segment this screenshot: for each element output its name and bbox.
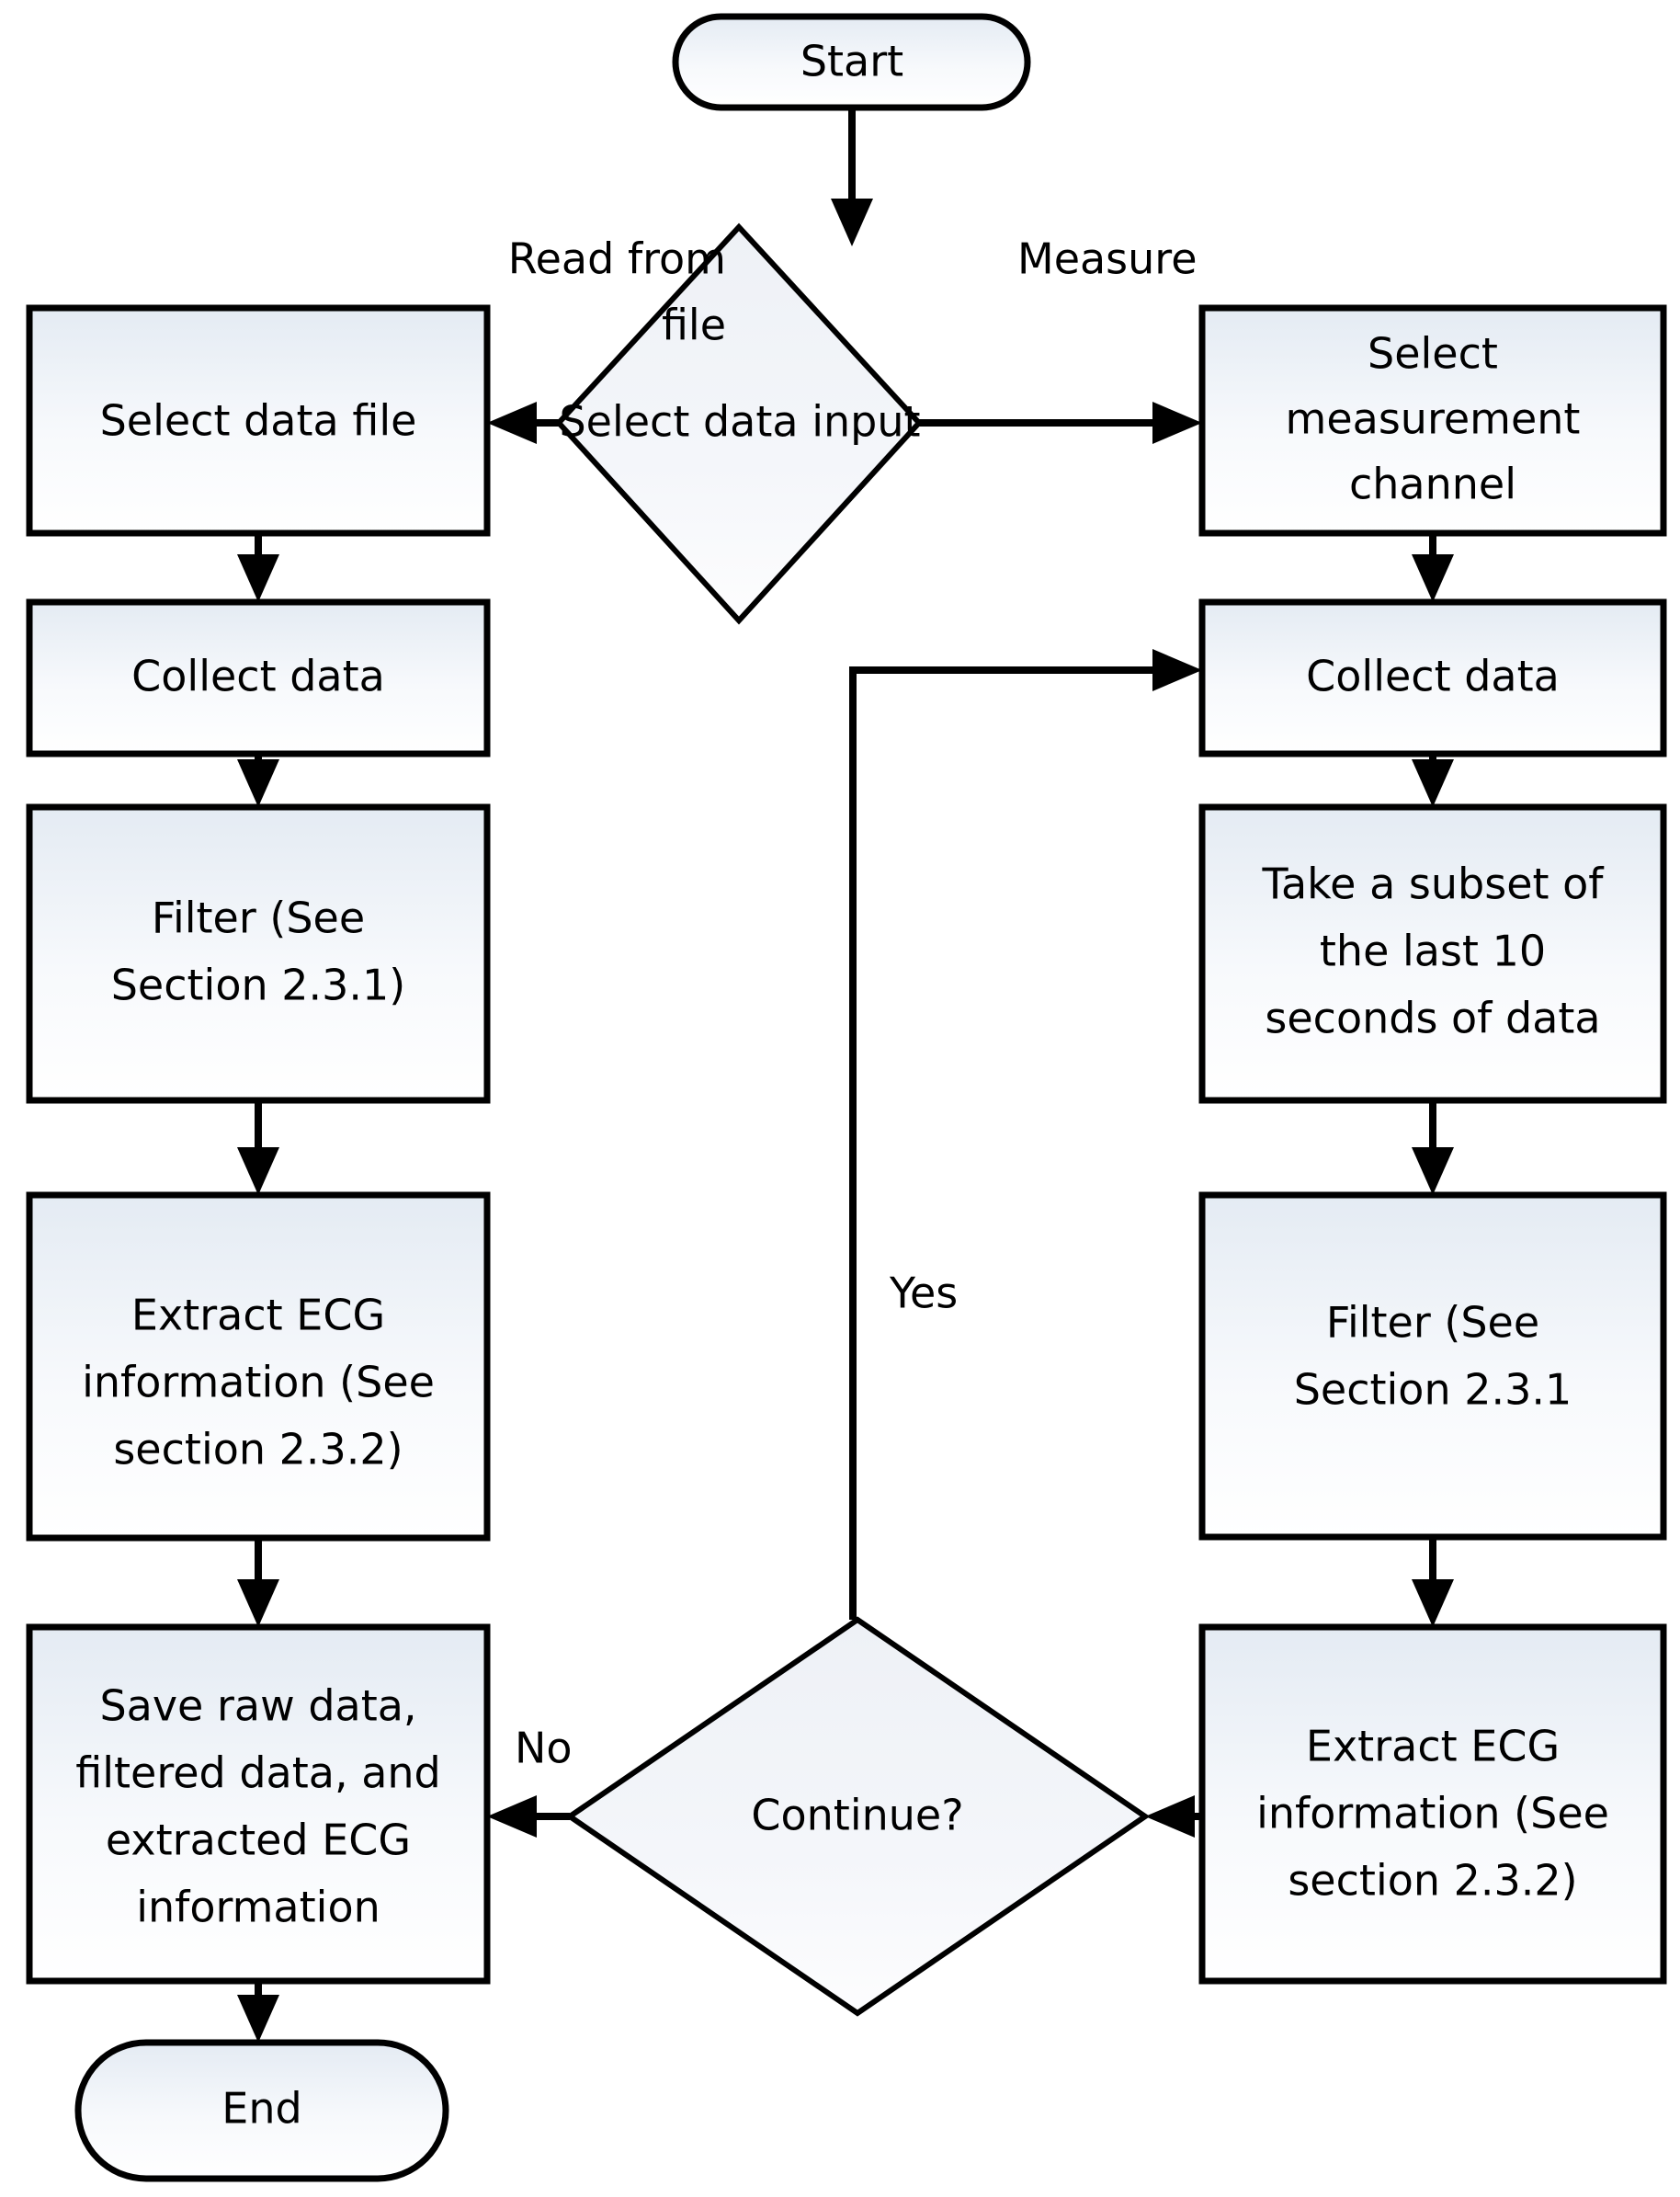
node-select-measurement-channel-line2: measurement	[1286, 394, 1581, 444]
edge-label-read-from-file-line2: file	[662, 301, 726, 350]
node-continue-decision-label: Continue?	[751, 1791, 963, 1840]
connector-take-subset-to-filter-right	[1412, 1100, 1454, 1195]
connector-extract-left-to-save	[237, 1538, 279, 1627]
connector-measurement-channel-to-collect-data-right	[1412, 533, 1454, 602]
node-select-data-file[interactable]: Select data file	[26, 304, 491, 537]
node-collect-data-left-label: Collect data	[131, 652, 385, 701]
node-extract-ecg-left-line2: information (See	[82, 1358, 435, 1407]
node-filter-left-line1: Filter (See	[152, 894, 365, 943]
node-extract-ecg-left[interactable]: Extract ECG information (See section 2.3…	[26, 1191, 491, 1542]
connector-save-to-end	[237, 1981, 279, 2043]
node-filter-right-line2: Section 2.3.1	[1294, 1365, 1572, 1415]
node-extract-ecg-right-line2: information (See	[1256, 1789, 1609, 1838]
connector-filter-left-to-extract-left	[237, 1100, 279, 1195]
edge-label-measure: Measure	[1017, 234, 1198, 284]
node-end[interactable]: End	[74, 2039, 449, 2182]
node-take-subset-line1: Take a subset of	[1262, 859, 1606, 909]
node-filter-left-line2: Section 2.3.1)	[111, 961, 406, 1010]
node-extract-ecg-right-line3: section 2.3.2)	[1288, 1856, 1577, 1906]
node-filter-right-line1: Filter (See	[1326, 1298, 1539, 1348]
node-select-data-input-label: Select data input	[559, 397, 920, 447]
node-save-data-line4: information	[136, 1883, 380, 1932]
node-start[interactable]: Start	[672, 13, 1031, 111]
node-save-data[interactable]: Save raw data, filtered data, and extrac…	[26, 1623, 491, 1985]
connector-collect-data-right-to-take-subset	[1412, 754, 1454, 807]
connector-collect-data-left-to-filter-left	[237, 754, 279, 807]
node-take-subset-line3: seconds of data	[1265, 994, 1600, 1043]
node-save-data-line2: filtered data, and	[75, 1748, 441, 1798]
node-filter-left[interactable]: Filter (See Section 2.3.1)	[26, 803, 491, 1104]
node-extract-ecg-left-line1: Extract ECG	[131, 1291, 385, 1340]
node-select-measurement-channel[interactable]: Select measurement channel	[1198, 304, 1667, 537]
connector-continue-yes-to-collect-data-right	[849, 649, 1202, 1620]
edge-label-read-from-file-line1: Read from	[508, 234, 726, 284]
connector-continue-no-to-save	[487, 1795, 570, 1838]
connector-filter-right-to-extract-right	[1412, 1537, 1454, 1627]
node-start-label: Start	[800, 37, 903, 86]
node-collect-data-right-label: Collect data	[1306, 652, 1560, 701]
node-extract-ecg-right[interactable]: Extract ECG information (See section 2.3…	[1198, 1623, 1667, 1985]
node-select-measurement-channel-line3: channel	[1349, 460, 1516, 509]
node-extract-ecg-right-line1: Extract ECG	[1306, 1722, 1560, 1771]
node-select-data-file-label: Select data file	[100, 396, 417, 446]
node-take-subset[interactable]: Take a subset of the last 10 seconds of …	[1198, 803, 1667, 1104]
node-filter-right[interactable]: Filter (See Section 2.3.1	[1198, 1191, 1667, 1541]
connector-select-file-to-collect-data-left	[237, 533, 279, 602]
node-select-data-input[interactable]: Select data input	[554, 222, 924, 625]
node-collect-data-right[interactable]: Collect data	[1198, 598, 1667, 757]
node-save-data-line1: Save raw data,	[99, 1681, 416, 1731]
connector-extract-right-to-continue	[1145, 1795, 1202, 1838]
edge-label-no: No	[515, 1724, 573, 1773]
node-extract-ecg-left-line3: section 2.3.2)	[113, 1425, 403, 1474]
connector-select-input-to-select-file	[487, 402, 559, 444]
node-end-label: End	[221, 2084, 301, 2134]
edge-label-yes: Yes	[889, 1269, 958, 1318]
node-save-data-line3: extracted ECG	[106, 1816, 411, 1865]
node-select-measurement-channel-line1: Select	[1368, 329, 1498, 379]
node-continue-decision[interactable]: Continue?	[564, 1616, 1151, 2017]
node-collect-data-left[interactable]: Collect data	[26, 598, 491, 757]
connector-select-input-to-measurement-channel	[919, 402, 1202, 444]
node-take-subset-line2: the last 10	[1320, 927, 1546, 976]
connector-start-to-select-input	[831, 108, 873, 246]
